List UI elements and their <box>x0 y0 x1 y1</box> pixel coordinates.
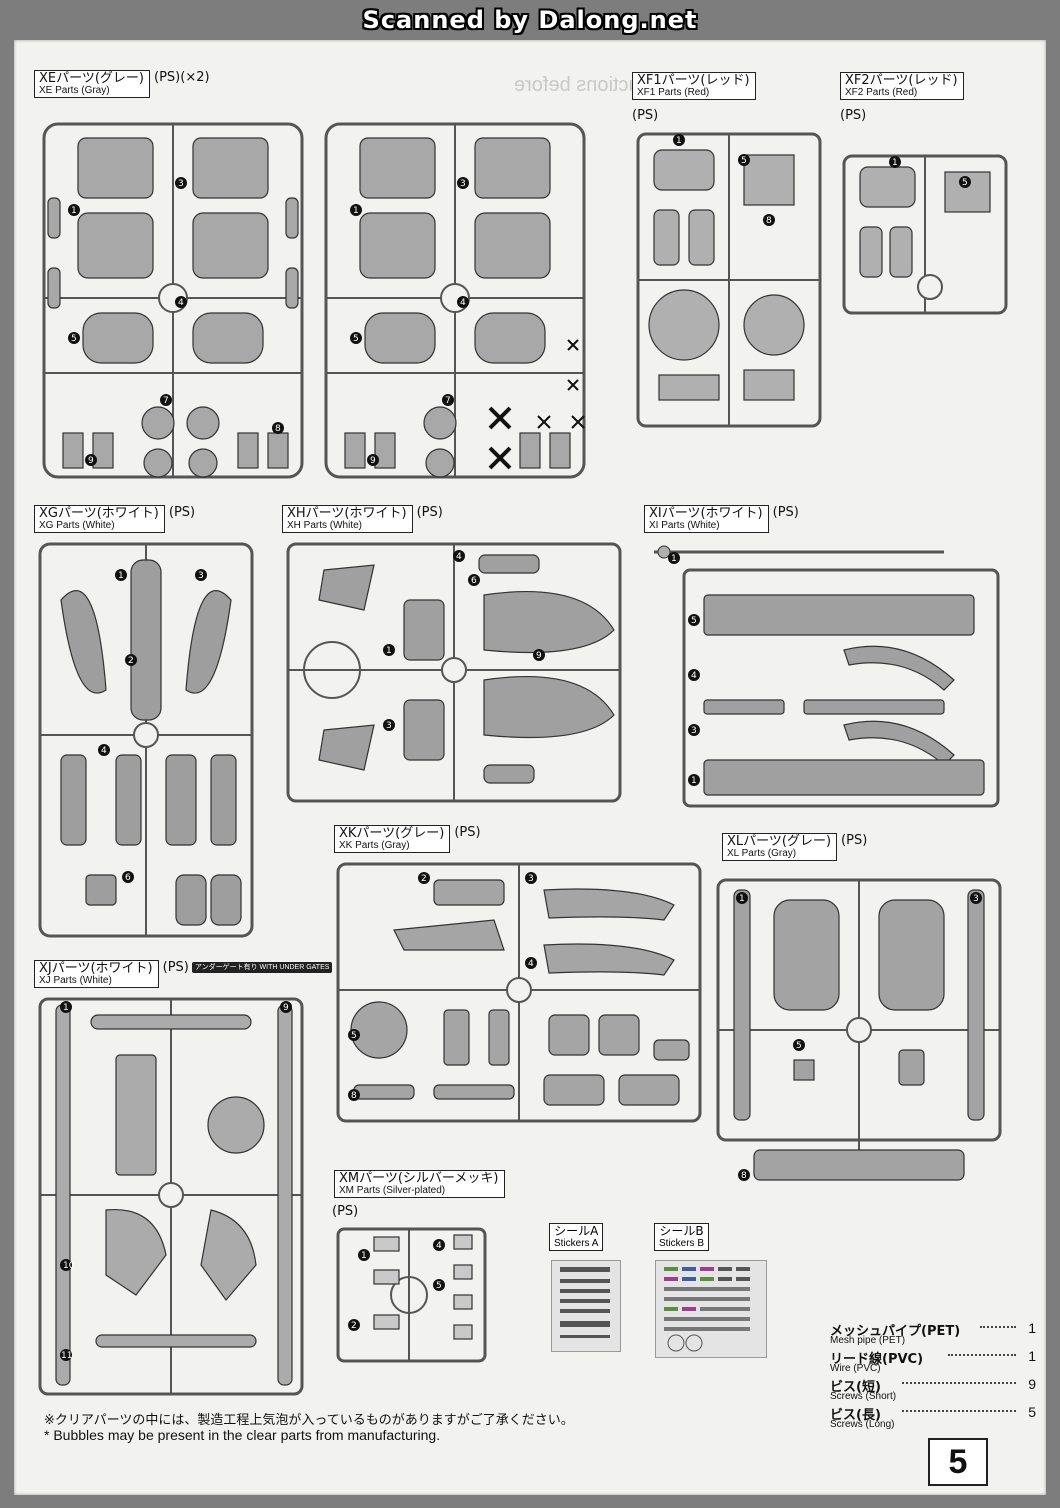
under-gate-badge: アンダーゲート有り WITH UNDER GATES <box>191 962 333 973</box>
xj-sprue: 1 9 10 11 <box>36 995 306 1420</box>
svg-text:1: 1 <box>118 571 124 581</box>
svg-text:1: 1 <box>892 158 898 168</box>
svg-text:1: 1 <box>361 1251 367 1261</box>
svg-text:8: 8 <box>351 1091 357 1101</box>
xi-parts-label: XIパーツ(ホワイト)XI Parts (White)(PS) <box>644 505 799 534</box>
svg-text:5: 5 <box>351 1031 357 1041</box>
svg-text:7: 7 <box>163 396 169 406</box>
manual-page: Basic instructions before XEパーツ(グレー)XE P… <box>14 40 1046 1495</box>
svg-text:1: 1 <box>63 1003 69 1013</box>
accessories-list: メッシュパイプ(PET)Mesh pipe (PET) 1 リード線(PVC)W… <box>830 1320 1036 1432</box>
svg-text:9: 9 <box>536 651 542 661</box>
svg-text:5: 5 <box>353 334 359 344</box>
svg-text:4: 4 <box>528 959 534 969</box>
svg-text:1: 1 <box>676 136 682 146</box>
xf1-sprue: 1 5 8 <box>634 130 824 430</box>
svg-text:2: 2 <box>421 874 427 884</box>
svg-text:2: 2 <box>351 1321 357 1331</box>
xf1-parts-label: XF1パーツ(レッド)XF1 Parts (Red) <box>632 72 756 101</box>
svg-text:7: 7 <box>445 396 451 406</box>
svg-text:9: 9 <box>88 456 94 466</box>
svg-text:3: 3 <box>973 894 979 904</box>
svg-text:3: 3 <box>460 179 466 189</box>
accessory-item: ビス(短)Screws (Short) 9 <box>830 1376 1036 1402</box>
stickers-a-sheet <box>551 1260 621 1352</box>
svg-text:10: 10 <box>63 1261 75 1271</box>
xf2-ps-label: (PS) <box>840 108 867 123</box>
svg-text:1: 1 <box>671 554 677 564</box>
svg-text:5: 5 <box>796 1041 802 1051</box>
xm-parts-label: XMパーツ(シルバーメッキ)XM Parts (Silver-plated) <box>334 1170 505 1199</box>
xj-parts-label: XJパーツ(ホワイト)XJ Parts (White)(PS)アンダーゲート有り… <box>34 960 333 989</box>
scan-watermark: Scanned by Dalong.net <box>362 6 698 34</box>
xk-parts-label: XKパーツ(グレー)XK Parts (Gray)(PS) <box>334 825 481 854</box>
xm-sprue: 1 2 4 5 <box>334 1225 489 1365</box>
svg-text:8: 8 <box>741 1171 747 1181</box>
svg-text:3: 3 <box>178 179 184 189</box>
svg-text:9: 9 <box>370 456 376 466</box>
svg-text:4: 4 <box>691 671 697 681</box>
svg-text:2: 2 <box>128 656 134 666</box>
xe-parts-label: XEパーツ(グレー)XE Parts (Gray)(PS)(×2) <box>34 70 210 99</box>
xg-parts-label: XGパーツ(ホワイト)XG Parts (White)(PS) <box>34 505 195 534</box>
xe-sprue-1: 1 3 4 5 7 8 9 <box>38 118 308 483</box>
xg-sprue: 1 2 3 4 6 <box>36 540 256 940</box>
svg-text:6: 6 <box>471 576 477 586</box>
svg-text:5: 5 <box>962 178 968 188</box>
svg-text:9: 9 <box>283 1003 289 1013</box>
svg-text:1: 1 <box>386 646 392 656</box>
xk-sprue: 2 3 4 5 8 <box>334 860 704 1125</box>
svg-text:1: 1 <box>353 206 359 216</box>
svg-text:5: 5 <box>691 616 697 626</box>
xf1-ps-label: (PS) <box>632 108 659 123</box>
svg-text:3: 3 <box>198 571 204 581</box>
svg-text:3: 3 <box>528 874 534 884</box>
svg-text:5: 5 <box>71 334 77 344</box>
accessory-item: ビス(長)Screws (Long) 5 <box>830 1404 1036 1430</box>
accessory-item: メッシュパイプ(PET)Mesh pipe (PET) 1 <box>830 1320 1036 1346</box>
clear-parts-note-jp: ※クリアパーツの中には、製造工程上気泡が入っているものがありますがご了承ください… <box>44 1413 574 1428</box>
svg-text:1: 1 <box>71 206 77 216</box>
accessory-item: リード線(PVC)Wire (PVC) 1 <box>830 1348 1036 1374</box>
svg-text:4: 4 <box>436 1241 442 1251</box>
stickers-b-sheet <box>655 1260 767 1358</box>
svg-text:3: 3 <box>386 721 392 731</box>
xi-sprue: 1 5 4 3 1 <box>644 540 1004 810</box>
svg-text:4: 4 <box>178 298 184 308</box>
svg-text:8: 8 <box>766 216 772 226</box>
page-number: 5 <box>928 1438 988 1486</box>
svg-text:8: 8 <box>275 424 281 434</box>
xl-sprue: 1 3 5 8 <box>714 870 1004 1190</box>
svg-text:4: 4 <box>456 552 462 562</box>
svg-text:4: 4 <box>101 746 107 756</box>
svg-text:6: 6 <box>125 873 131 883</box>
xf2-sprue: 1 5 <box>840 152 1010 317</box>
svg-text:3: 3 <box>691 726 697 736</box>
svg-text:5: 5 <box>741 156 747 166</box>
svg-text:5: 5 <box>436 1281 442 1291</box>
xe-sprue-2: 1 3 4 5 7 9 <box>320 118 590 483</box>
svg-text:11: 11 <box>61 1351 72 1361</box>
xl-parts-label: XLパーツ(グレー)XL Parts (Gray)(PS) <box>722 833 867 862</box>
xh-parts-label: XHパーツ(ホワイト)XH Parts (White)(PS) <box>282 505 443 534</box>
svg-text:1: 1 <box>739 894 745 904</box>
xm-ps-label: (PS) <box>332 1204 359 1219</box>
svg-text:1: 1 <box>691 776 697 786</box>
xh-sprue: 4 6 1 3 9 <box>284 540 624 805</box>
svg-text:4: 4 <box>460 298 466 308</box>
clear-parts-note-en: * Bubbles may be present in the clear pa… <box>44 1427 441 1443</box>
xf2-parts-label: XF2パーツ(レッド)XF2 Parts (Red) <box>840 72 964 101</box>
